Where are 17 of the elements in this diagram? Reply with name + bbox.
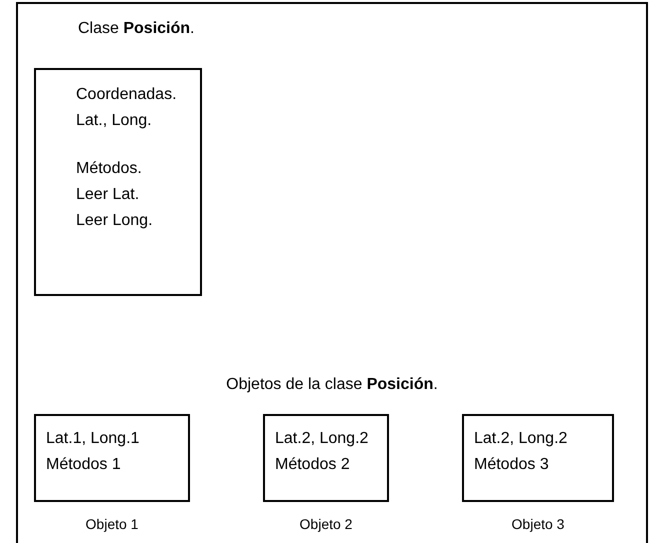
text-line: Métodos 2 [275,455,351,475]
text-line: Lat.2, Long.2 [275,429,370,449]
class-heading: Clase Posición. [78,20,194,38]
section-heading: Objetos de la clase Posición. [225,376,439,394]
text-line: Leer Lat. [76,185,140,205]
text-line: Lat.1, Long.1 [46,429,140,449]
object-caption: Objeto 3 [510,516,566,532]
text-line: Lat., Long. [76,111,153,131]
text-line: Métodos 3 [474,455,550,475]
text-line: Lat.2, Long.2 [474,429,568,449]
text-line: Métodos 1 [46,455,122,475]
object-caption: Objeto 2 [298,516,354,532]
text-line: Coordenadas. [76,85,178,105]
text-line: Leer Long. [76,211,154,231]
text-line: Métodos. [76,159,143,179]
object-caption: Objeto 1 [84,516,140,532]
outer-frame [16,2,648,543]
